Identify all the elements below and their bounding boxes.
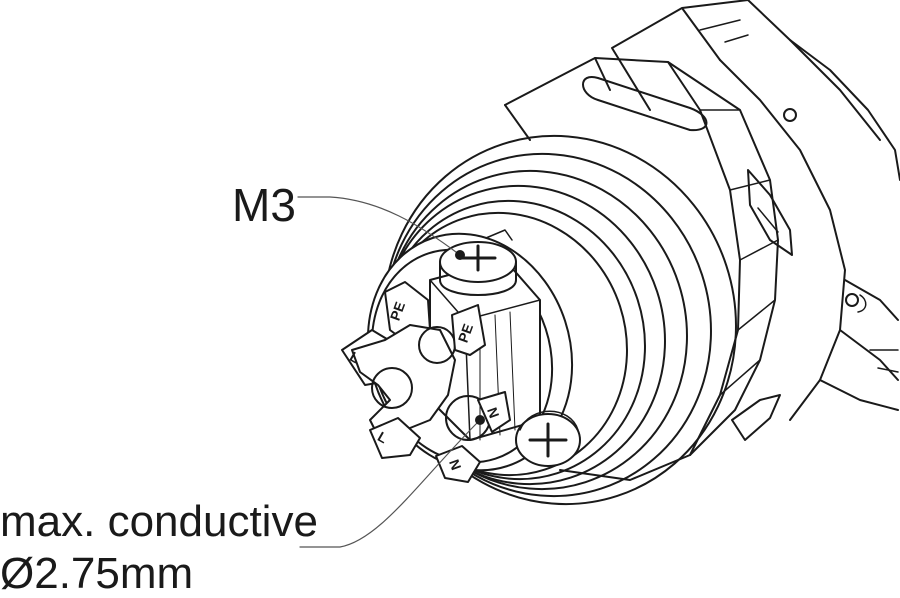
conductor-label-line1: max. conductive	[0, 497, 318, 546]
conductor-leader-dot	[475, 415, 485, 425]
contact-pins	[341, 281, 511, 483]
mark-pe-right: PE	[455, 322, 476, 345]
conductor-leader-line	[299, 419, 481, 548]
m3-screw-label: M3	[232, 179, 296, 231]
conductor-label-line2: Ø2.75mm	[0, 549, 194, 598]
m3-leader-dot	[455, 250, 465, 260]
lower-screw	[515, 410, 581, 467]
gland-body	[611, 0, 900, 421]
m3-leader-line	[297, 196, 461, 256]
mark-pe-left: PE	[387, 300, 408, 323]
leader-lines	[297, 196, 485, 548]
